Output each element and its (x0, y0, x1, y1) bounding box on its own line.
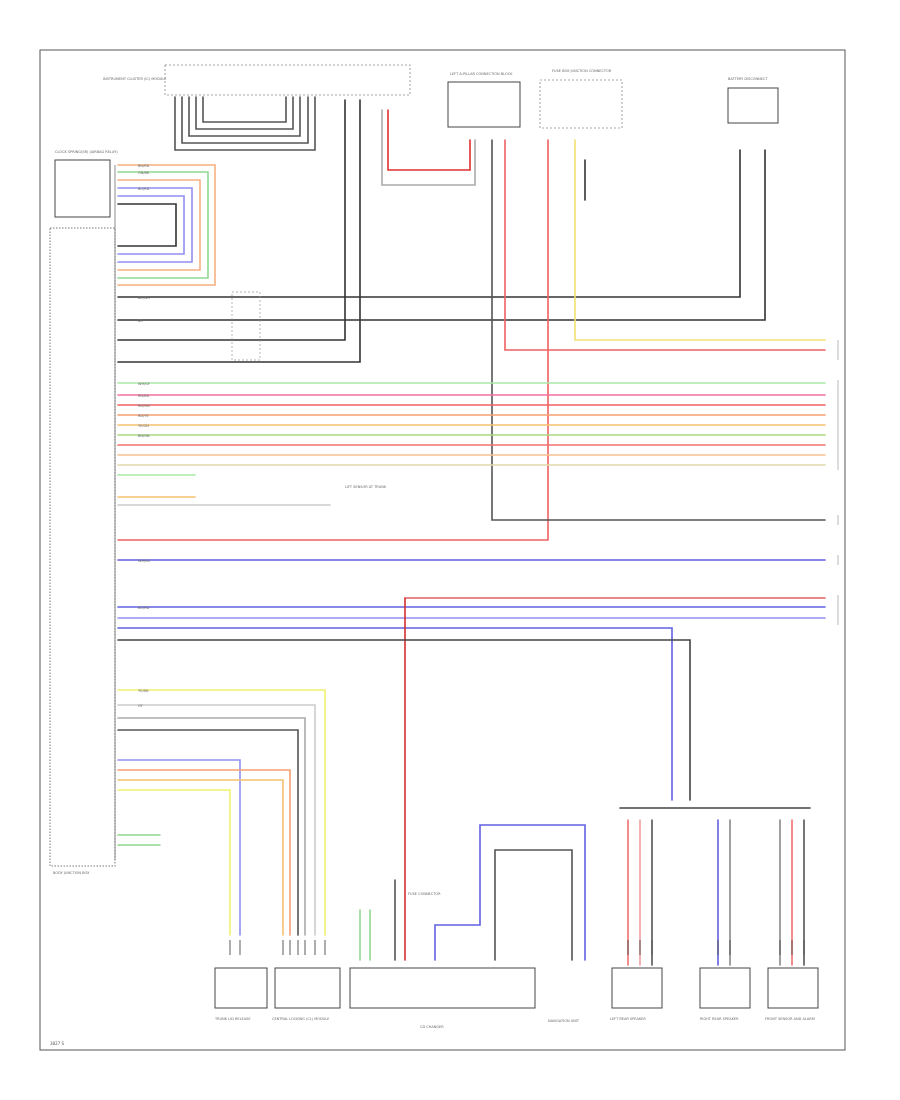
svg-text:BN/GN: BN/GN (138, 434, 150, 438)
body-junction-label: BODY JUNCTION BOX (53, 871, 90, 875)
cd-changer-box (349, 967, 536, 1009)
battery-disconnect-label: BATTERY DISCONNECT (728, 77, 768, 81)
trunk-release-box (214, 967, 268, 1009)
clock-spring-label: CLOCK SPRING(SR) (AIRBAG RELAY) (55, 150, 118, 154)
svg-text:RD/BU: RD/BU (138, 394, 150, 398)
left-rear-speaker-box (611, 967, 663, 1009)
diagram-frame (39, 49, 846, 1051)
battery-disconnect-box (727, 87, 779, 124)
fuse-note-label: FUSE CONNECTOR (408, 892, 441, 896)
svg-text:BN/RD: BN/RD (138, 164, 150, 168)
blue-wires (117, 559, 826, 961)
fuse-red-wire (117, 139, 826, 541)
instrument-cluster-frame (164, 64, 411, 96)
svg-text:YE/GN: YE/GN (138, 424, 149, 428)
svg-text:RD/YE: RD/YE (138, 414, 149, 418)
right-rear-speaker-label: RIGHT REAR SPEAKER (700, 1017, 739, 1021)
right-rear-speaker-box (699, 967, 751, 1009)
left-rear-speaker-label: LEFT REAR SPEAKER (610, 1017, 646, 1021)
a-pillar-label: LEFT A-PILLAR CONNECTION BLOCK (450, 72, 513, 76)
lift-sensor-label: LIFT SENSOR AT TRUNK (345, 485, 387, 489)
fuse-junction-label: FUSE BOX JUNCTION CONNECTOR (552, 69, 612, 73)
bus-wire-labels: BN/RD GN/BK BU/RD BK/WH BK WH/GY RD/BU R… (138, 164, 151, 708)
svg-text:BU/RD: BU/RD (138, 187, 150, 191)
central-locking-box (274, 967, 341, 1009)
terminal-ticks (229, 940, 805, 955)
lower-left-wires (117, 689, 326, 936)
svg-text:GN/BK: GN/BK (138, 171, 150, 175)
svg-text:BK: BK (138, 319, 143, 323)
colored-bus (117, 382, 826, 466)
front-sensor-box (767, 967, 819, 1009)
body-junction-box (49, 227, 116, 867)
fuse-junction-frame (539, 79, 623, 129)
svg-text:BU/RD: BU/RD (138, 606, 150, 610)
a-pillar-wires (381, 109, 476, 186)
svg-text:BK/WH: BK/WH (138, 296, 150, 300)
clock-spring-box (54, 159, 111, 218)
black-horizontal-wires (117, 99, 766, 363)
clock-spring-loop-wires (117, 164, 216, 286)
cluster-wires (174, 96, 316, 151)
trunk-release-label: TRUNK LID RELEASE (214, 1017, 251, 1021)
svg-text:YE/BN: YE/BN (138, 689, 149, 693)
footer-code: 3827 S (50, 1041, 64, 1046)
svg-text:GY: GY (138, 704, 144, 708)
svg-text:WH/BU: WH/BU (138, 559, 151, 563)
central-locking-label: CENTRAL LOCKING (CL) MODULE (272, 1017, 329, 1021)
svg-text:RD/GN: RD/GN (138, 404, 150, 408)
cd-changer-wires (359, 824, 586, 961)
short-leads (117, 474, 331, 506)
front-sensor-label: FRONT SENSOR AND ALARM (765, 1017, 815, 1021)
inline-connector (231, 291, 261, 361)
a-pillar-block (447, 81, 521, 128)
cd-changer-label: CD CHANGER (420, 1025, 444, 1029)
navigation-label: NAVIGATION UNIT (548, 1019, 580, 1023)
instrument-cluster-label: INSTRUMENT CLUSTER (IC) MODULE (103, 77, 167, 81)
svg-text:WH/GY: WH/GY (138, 382, 151, 386)
